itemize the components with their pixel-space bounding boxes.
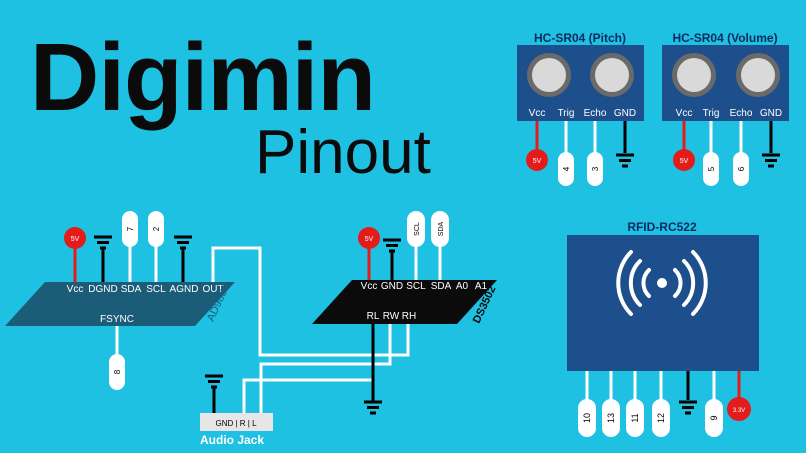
pin-tag-label: SDA (438, 221, 445, 236)
pin-label: RH (402, 311, 416, 322)
ground-icon (678, 399, 698, 416)
power-badge (673, 149, 695, 171)
pin-number: 2 (152, 226, 161, 231)
pin-label: SDA (431, 281, 452, 292)
power-badge (727, 397, 751, 421)
pin-tag (703, 152, 719, 186)
hc-pitch-title: HC-SR04 (Pitch) (534, 31, 626, 45)
rfid-title: RFID-RC522 (627, 220, 697, 234)
pin-label: Vcc (361, 281, 378, 292)
pin-number: 4 (562, 166, 571, 171)
pin-label: A0 (456, 281, 469, 292)
pin-number: 13 (606, 413, 616, 423)
pin-tag (109, 354, 125, 390)
pin-label: Echo (730, 108, 753, 119)
ground-icon (382, 237, 402, 254)
pin-number: 3 (591, 166, 600, 171)
pin-label: Echo (584, 108, 607, 119)
power-badge-label: 5V (680, 158, 689, 165)
pin-label: GND (381, 281, 403, 292)
pin-tag (602, 399, 620, 437)
pin-label: OUT (202, 284, 223, 295)
nfc-wireless-icon (616, 250, 708, 316)
ds3502-board (312, 280, 497, 324)
pin-number: 9 (709, 415, 719, 420)
ad9833-module: Vcc DGND SDA SCL AGND OUT FSYNC AD9833 5… (5, 211, 235, 390)
power-badge-label: 5V (71, 236, 80, 243)
ground-icon (363, 399, 383, 416)
ground-icon (93, 234, 113, 251)
ds3502-module: Vcc GND SCL SDA A0 A1 RL RW RH DS3502 5V… (312, 211, 499, 416)
pin-tag-label: SCL (414, 222, 421, 236)
pin-label: AGND (170, 284, 199, 295)
audio-jack-pins: GND | R | L (215, 419, 257, 428)
audio-jack-connector (200, 413, 273, 431)
pin-label: SDA (121, 284, 142, 295)
pin-tag (626, 399, 644, 437)
pin-tag (407, 211, 425, 247)
audio-jack: GND | R | L Audio Jack (200, 373, 273, 447)
pin-tag (587, 152, 603, 186)
power-badge-label: 3.3V (733, 408, 745, 414)
page-subtitle: Pinout (255, 118, 431, 187)
pin-label: DGND (88, 284, 117, 295)
pin-tag (652, 399, 670, 437)
pin-number: 11 (630, 413, 640, 422)
pin-label: Vcc (529, 108, 546, 119)
ground-icon (615, 152, 635, 169)
pin-label: Vcc (676, 108, 693, 119)
pin-number: 5 (707, 166, 716, 171)
pin-tag (148, 211, 164, 247)
pin-label: RL (367, 311, 380, 322)
pin-tag (705, 399, 723, 437)
wires (73, 121, 773, 413)
pin-label: A1 (475, 281, 488, 292)
fsync-label: FSYNC (100, 314, 134, 325)
hc-volume-title: HC-SR04 (Volume) (672, 31, 777, 45)
pin-tag (431, 211, 449, 247)
power-badge-label: 5V (365, 236, 374, 243)
pin-tag (558, 152, 574, 186)
pin-number: 6 (737, 166, 746, 171)
ground-icon (204, 373, 224, 390)
pin-label: Trig (703, 108, 720, 119)
pin-label: Trig (558, 108, 575, 119)
pin-label: SCL (146, 284, 166, 295)
hc-sr04-volume-module: HC-SR04 (Volume) Vcc Trig Echo GND 5V 5 … (662, 31, 789, 186)
pin-tag (578, 399, 596, 437)
pin-label: GND (760, 108, 782, 119)
pin-tag (733, 152, 749, 186)
pin-number: 10 (582, 413, 592, 423)
pin-number: 12 (656, 413, 666, 423)
page-title: Digimin (30, 24, 376, 131)
rfid-board (567, 235, 759, 371)
pin-label: GND (614, 108, 636, 119)
power-badge (358, 227, 380, 249)
ad9833-board (5, 282, 235, 326)
pin-tag (122, 211, 138, 247)
power-badge (526, 149, 548, 171)
pin-label: RW (383, 311, 400, 322)
pin-number: 7 (126, 226, 135, 231)
power-badge-label: 5V (533, 158, 542, 165)
pin-label: SCL (406, 281, 426, 292)
rfid-rc522-module: RFID-RC522 10 13 11 12 9 3.3V (567, 220, 759, 437)
power-badge (64, 227, 86, 249)
ground-icon (173, 234, 193, 251)
pin-number: 8 (113, 369, 122, 374)
hc-sr04-pitch-module: HC-SR04 (Pitch) Vcc Trig Echo GND 5V 4 3 (517, 31, 644, 186)
audio-jack-label: Audio Jack (200, 433, 264, 447)
ground-icon (761, 152, 781, 169)
pin-label: Vcc (67, 284, 84, 295)
